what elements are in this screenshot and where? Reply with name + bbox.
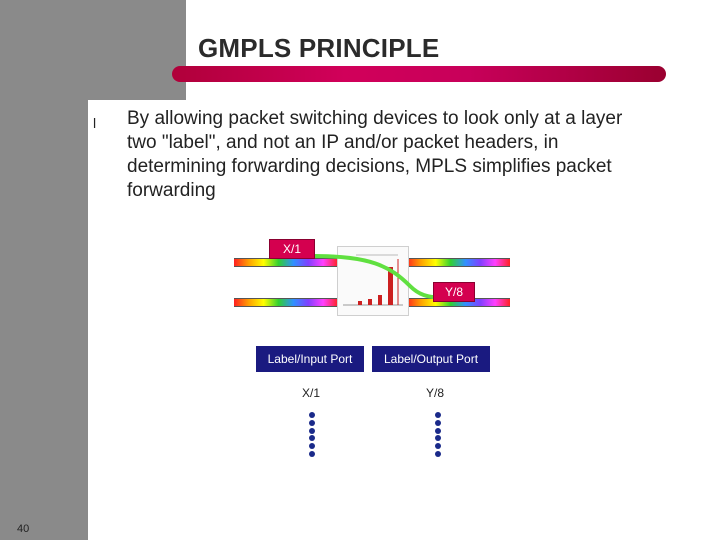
bullet-text: By allowing packet switching devices to … [121,107,711,203]
slide-title: GMPLS PRINCIPLE [198,33,440,63]
output-fiber-top [406,258,510,267]
bullet-line: two "label", and not an IP and/or packet… [127,132,559,153]
output-port-value: Y/8 [425,386,444,400]
bullet-marker: l [93,115,97,131]
bullet-line: forwarding [127,180,216,201]
input-label-tag: X/1 [269,239,315,259]
output-label-tag: Y/8 [433,282,475,302]
input-port-value: X/1 [301,386,320,400]
title-underline-bar [172,66,666,82]
output-ellipsis-dots [435,412,441,459]
bullet-line: By allowing packet switching devices to … [127,108,623,129]
sidebar-block [0,100,88,540]
sidebar-top-block [0,0,186,100]
output-port-header: Label/Output Port [372,346,490,372]
bullet-line: determining forwarding decisions, MPLS s… [127,156,612,177]
switch-path-curve [313,254,449,300]
input-port-header: Label/Input Port [256,346,364,372]
page-number: 40 [17,523,30,535]
input-fiber-bottom [234,298,338,307]
input-ellipsis-dots [309,412,315,459]
switch-chart-icon [343,254,403,306]
